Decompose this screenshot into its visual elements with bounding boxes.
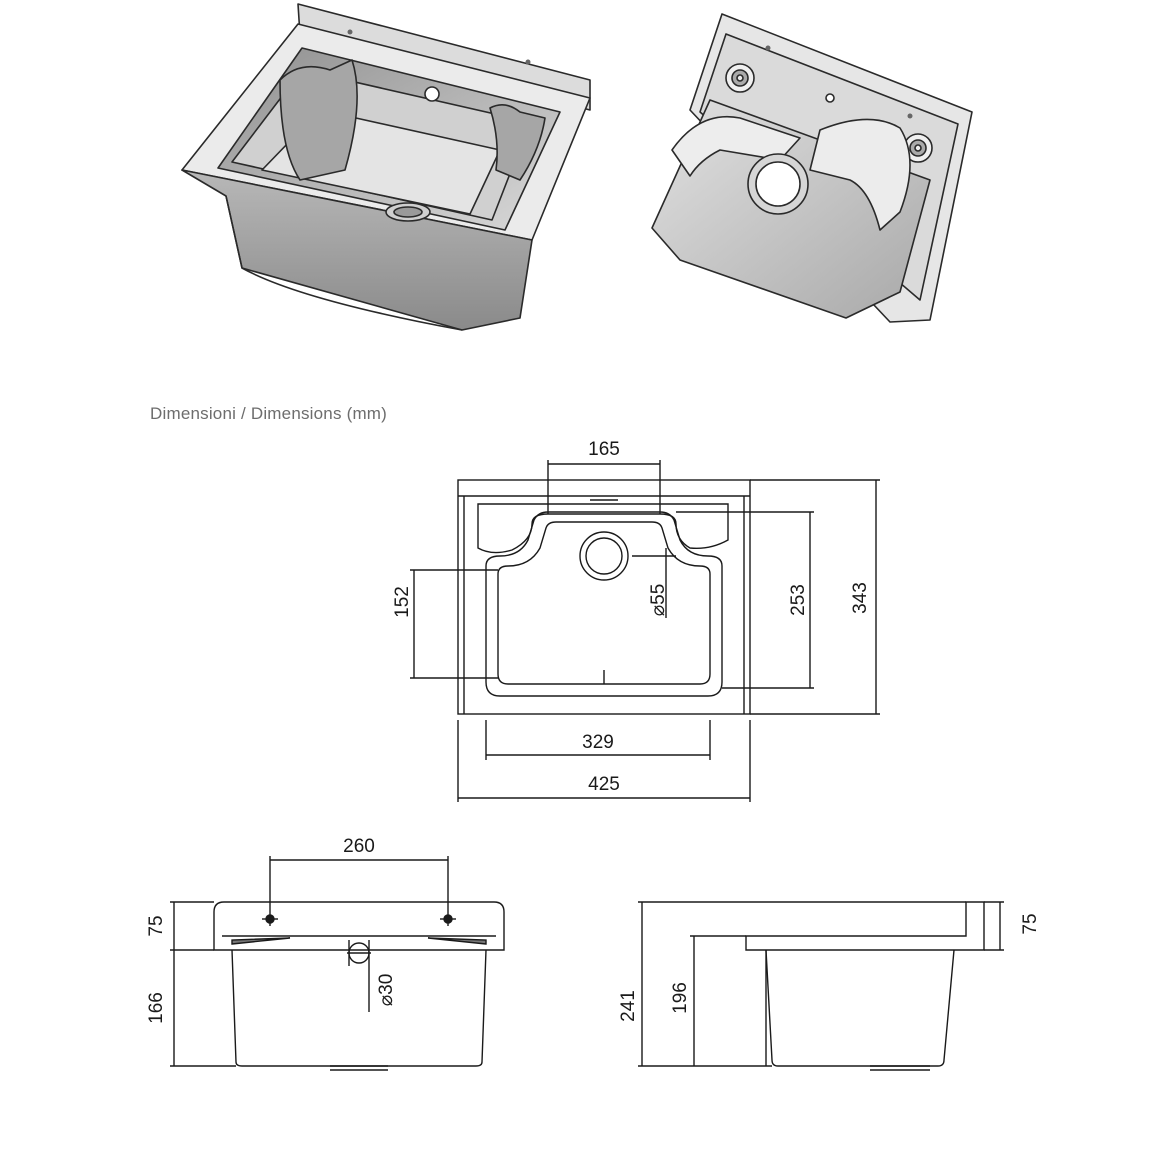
label-329: 329 <box>582 732 614 753</box>
front-rim <box>213 901 505 951</box>
label-dia55: ⌀55 <box>648 584 669 617</box>
label-343: 343 <box>850 582 871 614</box>
sink-3d-top-view <box>181 3 591 331</box>
plan-back-ledge <box>477 503 729 554</box>
side-rim <box>745 901 985 951</box>
label-75-side: 75 <box>1020 913 1041 934</box>
side-view <box>638 901 1004 1071</box>
label-75-front: 75 <box>146 915 167 936</box>
dimension-labels: 165 253 343 152 ⌀55 329 425 260 75 166 ⌀… <box>146 439 1041 1024</box>
label-425: 425 <box>588 774 620 795</box>
label-165: 165 <box>588 439 620 460</box>
front-body <box>231 949 487 1067</box>
sink-3d-bottom-view <box>651 13 973 323</box>
side-body <box>765 949 955 1067</box>
label-196: 196 <box>670 982 691 1014</box>
label-253: 253 <box>788 584 809 616</box>
label-152: 152 <box>392 586 413 618</box>
plan-drain-outer <box>579 531 629 581</box>
label-241: 241 <box>618 990 639 1022</box>
label-dia30: ⌀30 <box>376 974 397 1007</box>
front-view <box>170 856 505 1071</box>
plan-basin-inner <box>497 521 711 685</box>
plan-basin-outer <box>485 511 723 697</box>
label-260: 260 <box>343 836 375 857</box>
label-166: 166 <box>146 992 167 1024</box>
plan-view <box>410 460 880 802</box>
dimensions-heading: Dimensioni / Dimensions (mm) <box>150 404 388 423</box>
plan-drain-inner <box>585 537 623 575</box>
plan-outline <box>457 479 751 715</box>
